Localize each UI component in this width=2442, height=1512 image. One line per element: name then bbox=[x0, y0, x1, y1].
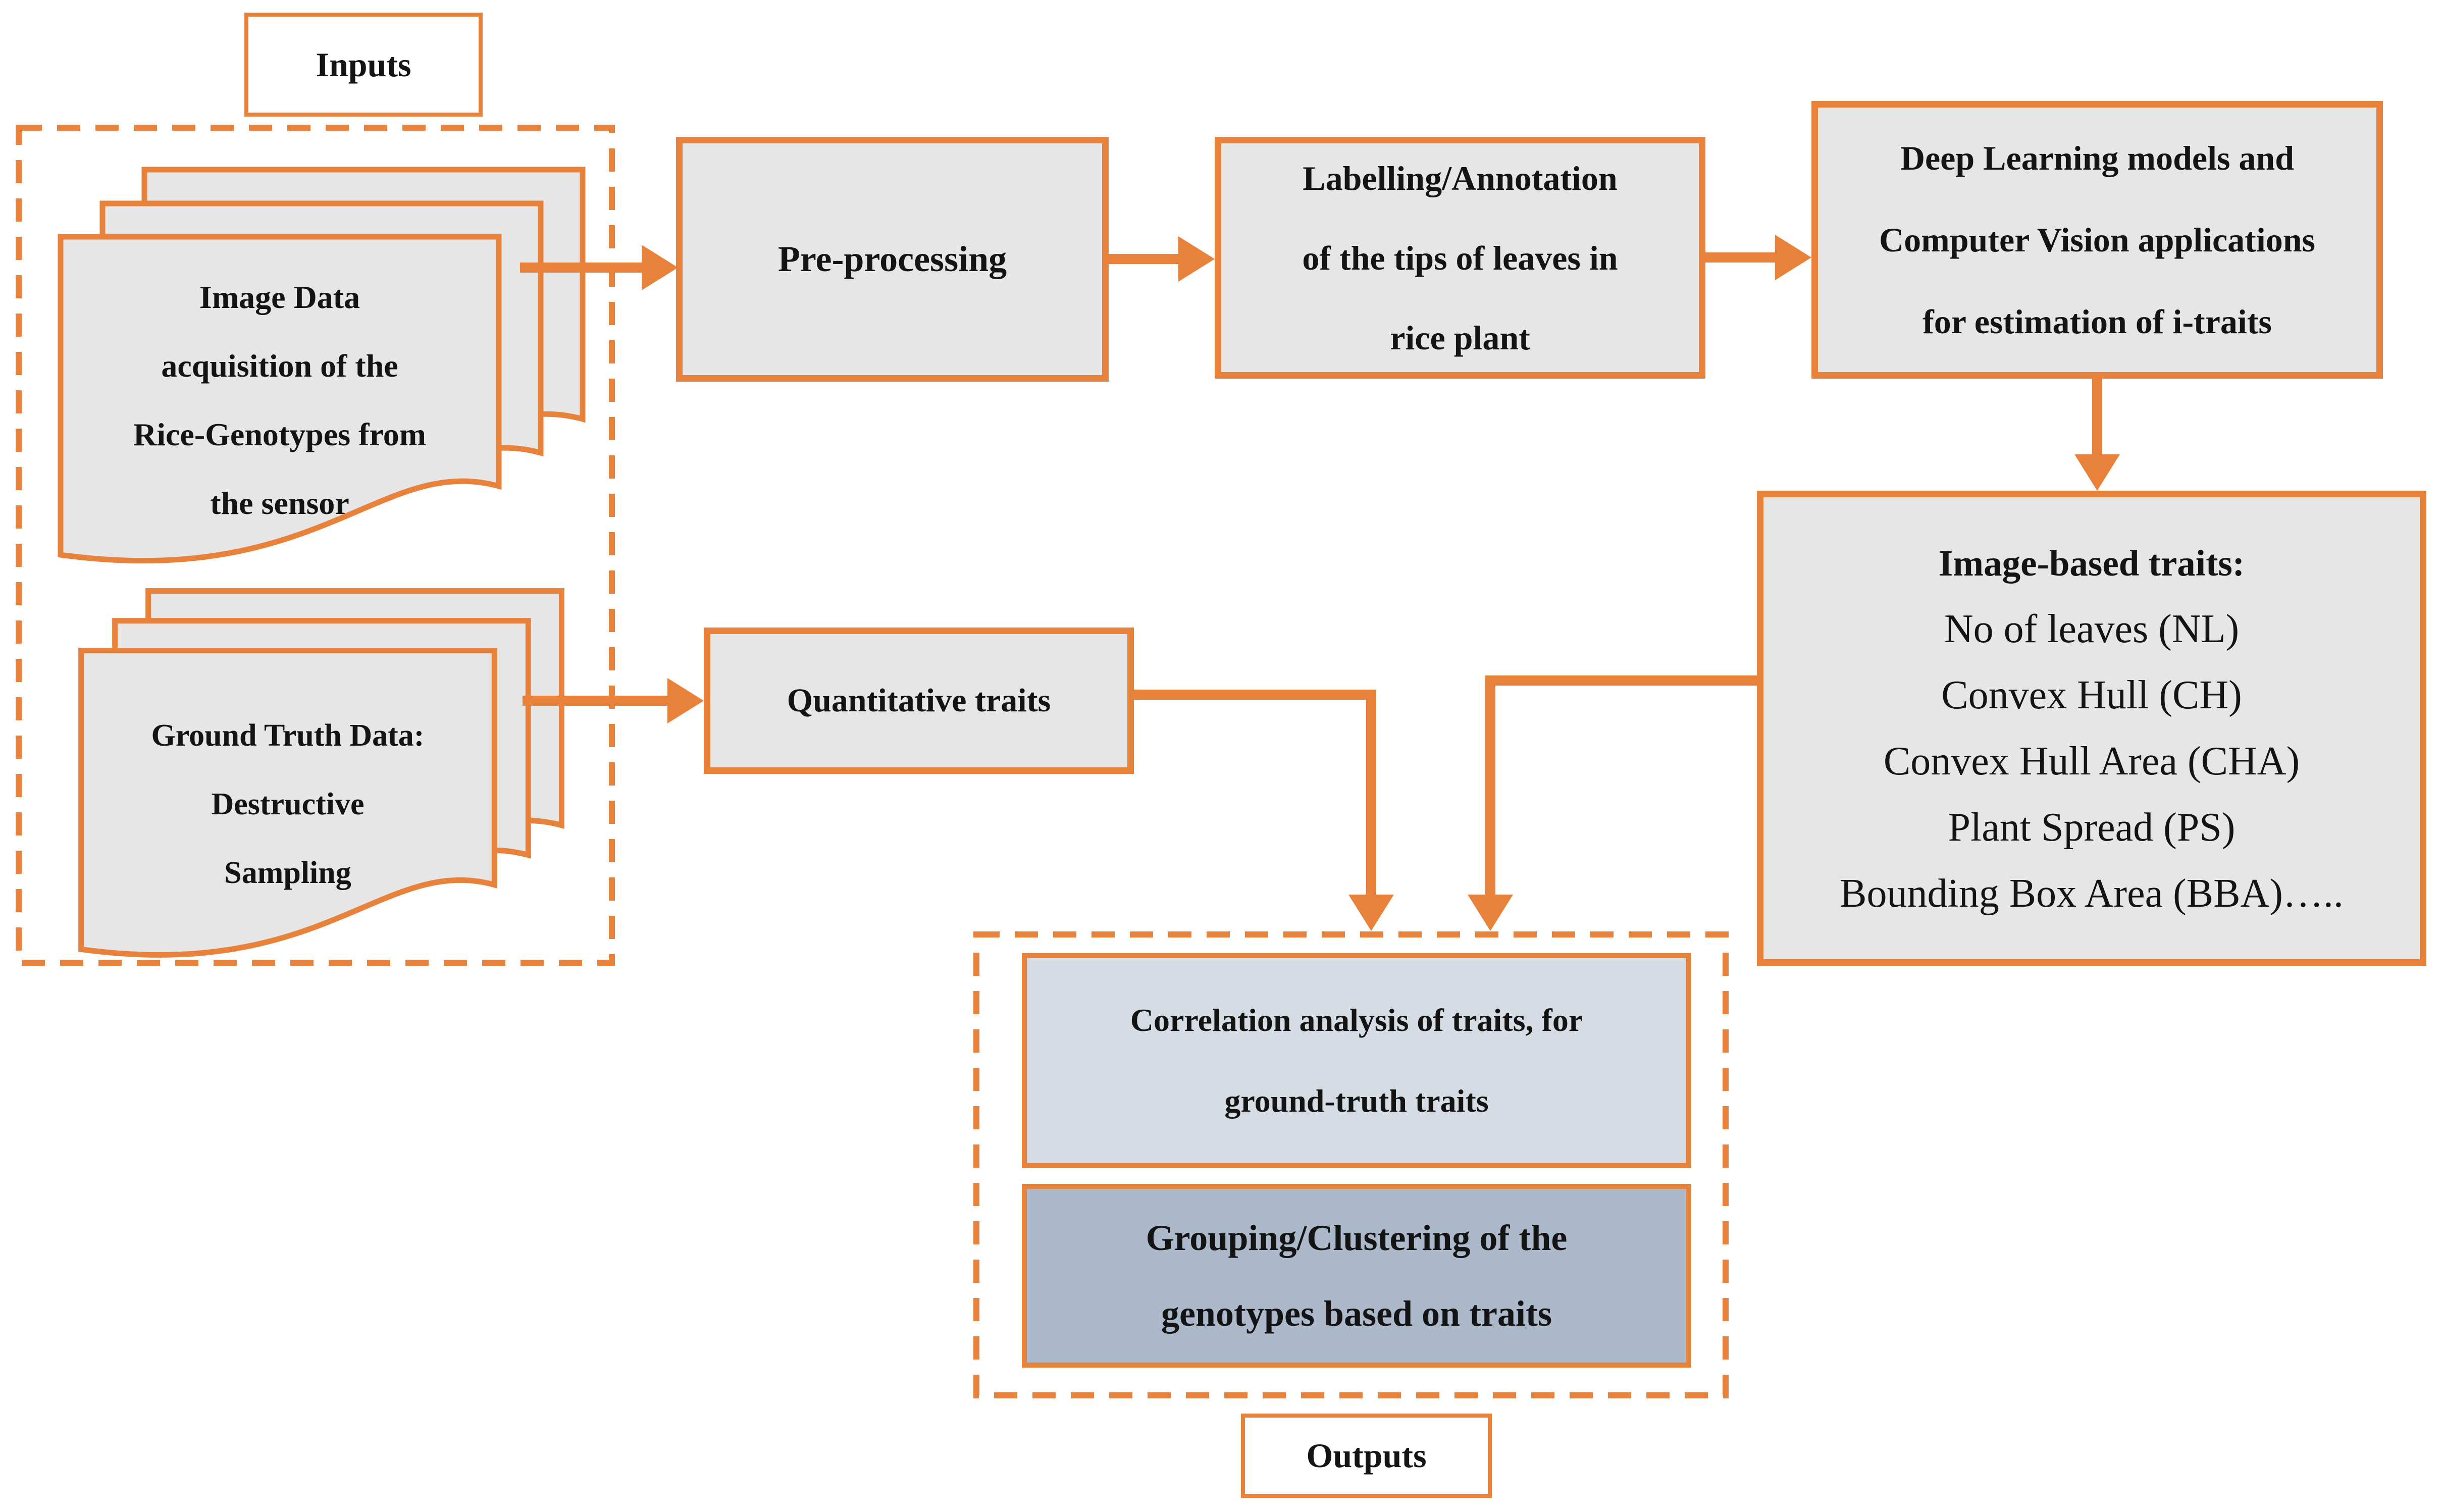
inputs-label-box: Inputs bbox=[244, 13, 483, 117]
arrow-head-right-icon bbox=[1775, 235, 1811, 280]
image-based-traits-list: No of leaves (NL) Convex Hull (CH) Conve… bbox=[1840, 606, 2344, 916]
inputs-group-border bbox=[16, 125, 615, 966]
node-deep-learning: Deep Learning models and Computer Vision… bbox=[1811, 101, 2383, 379]
inputs-label: Inputs bbox=[316, 45, 411, 84]
ground-truth-page-front: Ground Truth Data: Destructive Sampling bbox=[78, 648, 497, 961]
quantitative-traits-label: Quantitative traits bbox=[787, 682, 1051, 719]
outputs-group-border bbox=[973, 931, 1729, 1398]
arrow-head-right-icon bbox=[642, 245, 678, 290]
arrow-shaft bbox=[2092, 379, 2102, 455]
image-data-label: Image Data acquisition of the Rice-Genot… bbox=[133, 279, 426, 521]
arrow-shaft bbox=[520, 263, 643, 273]
node-correlation-analysis: Correlation analysis of traits, for grou… bbox=[1022, 953, 1691, 1168]
node-pre-processing: Pre-processing bbox=[676, 137, 1109, 382]
arrow-head-down-icon bbox=[1468, 895, 1513, 931]
image-data-page-front: Image Data acquisition of the Rice-Genot… bbox=[58, 234, 502, 567]
arrow-shaft bbox=[1109, 254, 1179, 264]
outputs-label-box: Outputs bbox=[1241, 1414, 1492, 1498]
arrow-shaft bbox=[1705, 252, 1776, 263]
labelling-annotation-label: Labelling/Annotation of the tips of leav… bbox=[1302, 159, 1618, 357]
arrow-shaft bbox=[1485, 675, 1757, 686]
correlation-analysis-label: Correlation analysis of traits, for grou… bbox=[1130, 1002, 1583, 1119]
arrow-shaft bbox=[523, 696, 668, 706]
node-image-based-traits: Image-based traits: No of leaves (NL) Co… bbox=[1757, 491, 2426, 966]
arrow-shaft bbox=[1366, 690, 1376, 898]
grouping-clustering-label: Grouping/Clustering of the genotypes bas… bbox=[1146, 1218, 1568, 1334]
arrow-head-down-icon bbox=[1348, 895, 1394, 931]
ground-truth-label: Ground Truth Data: Destructive Sampling bbox=[151, 718, 425, 890]
document-shape bbox=[78, 648, 497, 961]
outputs-label: Outputs bbox=[1306, 1436, 1427, 1475]
image-based-traits-title: Image-based traits: bbox=[1938, 542, 2245, 584]
deep-learning-label: Deep Learning models and Computer Vision… bbox=[1879, 139, 2315, 341]
node-quantitative-traits: Quantitative traits bbox=[704, 628, 1134, 774]
pre-processing-label: Pre-processing bbox=[777, 239, 1007, 279]
arrow-head-right-icon bbox=[1178, 236, 1215, 282]
node-labelling-annotation: Labelling/Annotation of the tips of leav… bbox=[1215, 137, 1705, 379]
arrow-shaft bbox=[1485, 675, 1495, 898]
document-shape bbox=[58, 234, 502, 567]
arrow-head-right-icon bbox=[667, 678, 704, 723]
arrow-shaft bbox=[1134, 690, 1376, 700]
arrow-head-down-icon bbox=[2074, 454, 2120, 491]
node-grouping-clustering: Grouping/Clustering of the genotypes bas… bbox=[1022, 1184, 1691, 1368]
